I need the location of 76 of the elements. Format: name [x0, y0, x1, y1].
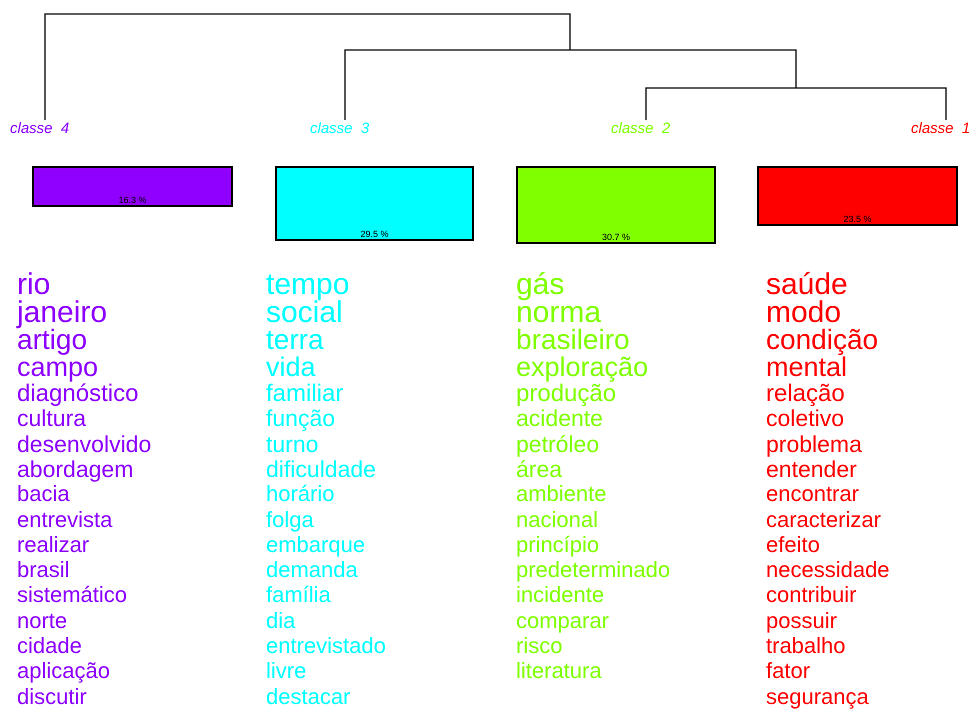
- term-word: demanda: [266, 559, 358, 582]
- term-word: campo: [17, 354, 98, 381]
- term-word: predeterminado: [516, 559, 670, 582]
- term-word: risco: [516, 635, 562, 657]
- term-word: entender: [766, 458, 857, 481]
- percentage-bar: [516, 166, 716, 244]
- term-word: caracterizar: [766, 508, 881, 530]
- percentage-bar: [757, 166, 958, 226]
- term-word: realizar: [17, 534, 90, 556]
- term-word: encontrar: [766, 483, 859, 506]
- percentage-bar: [275, 166, 474, 241]
- term-word: possuir: [766, 610, 837, 632]
- term-word: terra: [266, 326, 324, 354]
- term-word: livre: [266, 660, 306, 682]
- term-word: contribuir: [766, 584, 856, 606]
- term-word: petróleo: [516, 432, 600, 456]
- percentage-label: 29.5 %: [359, 229, 390, 239]
- term-word: exploração: [516, 354, 648, 381]
- term-word: cultura: [17, 407, 86, 430]
- term-word: literatura: [516, 660, 602, 682]
- term-word: entrevistado: [266, 635, 386, 657]
- term-word: mental: [766, 354, 848, 381]
- term-word: função: [266, 407, 336, 430]
- percentage-label: 30.7 %: [600, 232, 632, 242]
- term-word: turno: [266, 432, 318, 456]
- term-word: discutir: [17, 686, 87, 708]
- class-label: classe 4: [10, 120, 70, 137]
- term-word: fator: [766, 660, 810, 682]
- term-word: necessidade: [766, 559, 890, 582]
- term-word: tempo: [266, 270, 350, 300]
- percentage-label: 23.5 %: [842, 214, 873, 224]
- term-word: dia: [266, 610, 296, 632]
- term-word: rio: [17, 270, 50, 300]
- term-word: modo: [766, 298, 842, 328]
- term-word: cidade: [17, 635, 82, 657]
- term-word: familiar: [266, 382, 344, 406]
- term-word: sistemático: [17, 584, 128, 606]
- term-word: coletivo: [766, 407, 844, 430]
- term-word: abordagem: [17, 458, 134, 481]
- term-word: desenvolvido: [17, 432, 152, 456]
- term-word: brasil: [17, 559, 70, 582]
- class-label: classe 1: [911, 120, 970, 137]
- term-word: incidente: [516, 584, 604, 606]
- term-word: bacia: [17, 483, 70, 506]
- term-word: trabalho: [766, 635, 846, 657]
- term-word: nacional: [516, 508, 598, 530]
- term-word: ambiente: [516, 483, 607, 506]
- term-word: acidente: [516, 407, 603, 430]
- term-word: condição: [766, 326, 878, 354]
- term-word: brasileiro: [516, 326, 630, 354]
- term-word: gás: [516, 270, 564, 300]
- term-word: diagnóstico: [17, 382, 138, 406]
- term-word: área: [516, 458, 562, 481]
- term-word: família: [266, 584, 331, 606]
- class-label: classe 3: [310, 120, 370, 137]
- term-word: norte: [17, 610, 68, 632]
- term-word: saúde: [766, 270, 848, 300]
- term-word: janeiro: [17, 298, 108, 328]
- term-word: horário: [266, 483, 334, 506]
- term-word: efeito: [766, 534, 820, 556]
- term-word: vida: [266, 354, 316, 381]
- term-word: comparar: [516, 610, 609, 632]
- term-word: relação: [766, 382, 845, 406]
- term-word: folga: [266, 508, 314, 530]
- term-word: segurança: [766, 686, 869, 708]
- term-word: dificuldade: [266, 458, 376, 481]
- term-word: embarque: [266, 534, 366, 556]
- percentage-bar: [32, 166, 233, 207]
- percentage-label: 16.3 %: [117, 195, 148, 205]
- term-word: produção: [516, 382, 616, 406]
- term-word: aplicação: [17, 660, 110, 682]
- term-word: princípio: [516, 534, 600, 556]
- class-label: classe 2: [611, 120, 670, 137]
- term-word: problema: [766, 432, 862, 456]
- term-word: destacar: [266, 686, 350, 708]
- term-word: entrevista: [17, 508, 112, 530]
